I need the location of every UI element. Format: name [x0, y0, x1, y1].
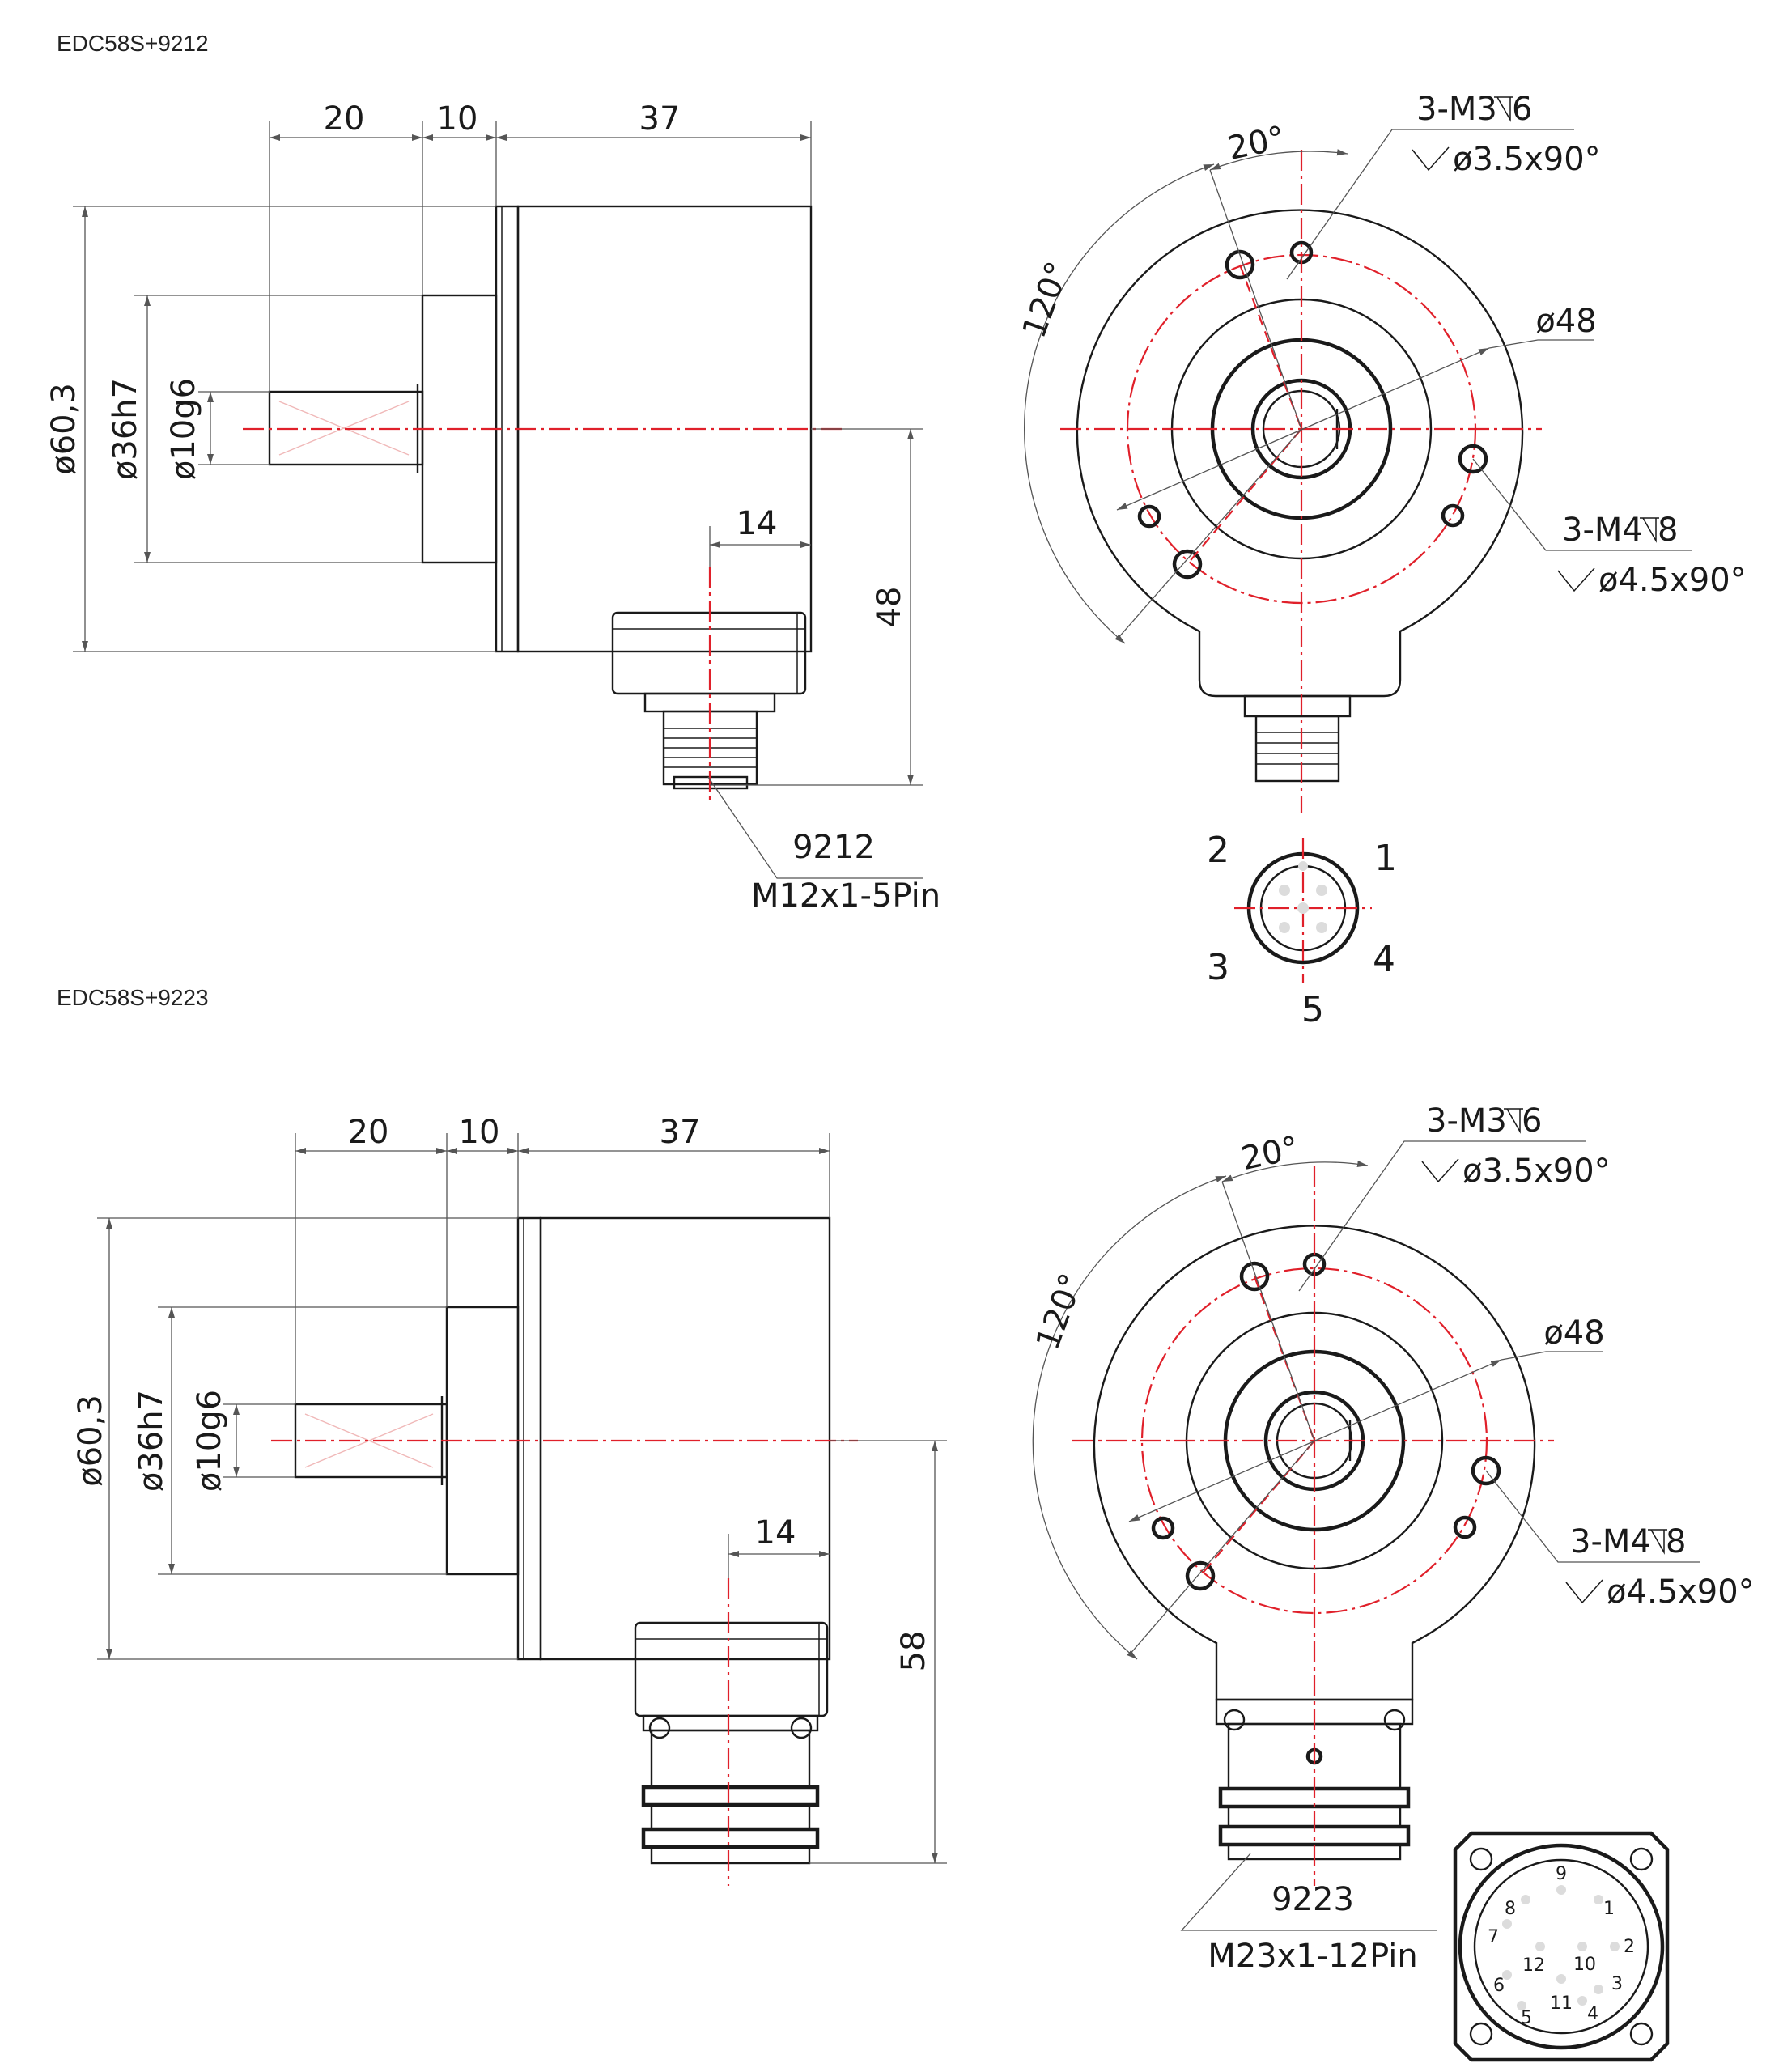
model-title-9223: EDC58S+9223: [57, 985, 209, 1010]
m3-hole: [1137, 504, 1161, 529]
dim-shaft-diameter: ø10g6: [165, 378, 202, 480]
pin-label-3: 3: [1207, 947, 1229, 988]
connector-housing: [634, 1621, 829, 1717]
dim-shaft-length: 20: [324, 100, 365, 138]
m4-hole: [1225, 249, 1255, 280]
dim-body-length: 37: [639, 100, 681, 138]
dim-outer-diameter: ø60,3: [72, 1395, 109, 1487]
side-view-9223: 20 10 37 ø60,3 ø36h7 ø10g6 58 14: [72, 1114, 947, 1886]
pin-label-8: 8: [1505, 1899, 1516, 1919]
connector-spec: M12x1-5Pin: [751, 877, 940, 915]
dim-flange-length: 10: [459, 1114, 500, 1151]
m3-countersink: ø3.5x90°: [1462, 1153, 1611, 1190]
housing-outline: [1093, 1225, 1536, 1701]
bolt-circle-diameter: ø48: [1543, 1314, 1604, 1352]
dim-body-length: 37: [660, 1114, 701, 1151]
connector-spec: M23x1-12Pin: [1208, 1938, 1418, 1975]
pin-label-1: 1: [1374, 838, 1397, 879]
m4-depth: 8: [1666, 1523, 1686, 1560]
m3-depth: 6: [1512, 91, 1532, 128]
pin-label-5: 5: [1521, 2008, 1532, 2028]
angle-side: 120°: [1016, 257, 1077, 342]
pinout-m23: 1 2 3 4 5 6 7 8 9 10 11 12: [1453, 1831, 1670, 2062]
pin-label-11: 11: [1550, 1993, 1573, 2014]
m3-hole: [1151, 1516, 1175, 1540]
m3-hole: [1453, 1515, 1477, 1539]
dim-flange-length: 10: [437, 100, 478, 138]
pin-label-3: 3: [1611, 1974, 1623, 1994]
pin-label-2: 2: [1207, 830, 1229, 871]
m4-hole: [1172, 549, 1203, 580]
side-view-9212: 20 10 37 ø60,3 ø36h7 ø10g6 48 14 9212 M1…: [45, 100, 940, 915]
m3-countersink: ø3.5x90°: [1453, 141, 1601, 178]
angle-top: 20°: [1238, 1129, 1302, 1178]
angle-side: 120°: [1029, 1268, 1091, 1354]
m3-holes: 3-M3: [1426, 1102, 1507, 1140]
housing-outline: [1076, 209, 1524, 698]
pin-key: [1298, 861, 1308, 871]
angle-top: 20°: [1225, 119, 1288, 168]
dim-shaft-diameter: ø10g6: [191, 1390, 228, 1492]
pin-label-1: 1: [1603, 1899, 1615, 1919]
dim-connector-height: 48: [871, 587, 908, 628]
m4-countersink: ø4.5x90°: [1607, 1573, 1755, 1611]
m4-holes: 3-M4: [1570, 1523, 1651, 1560]
dim-connector-height: 58: [895, 1631, 932, 1672]
pin-label-10: 10: [1573, 1955, 1596, 1975]
pin-label-6: 6: [1493, 1976, 1505, 1996]
pin-label-2: 2: [1624, 1937, 1635, 1957]
front-view-9212: 20° 120° ø48 3-M3 6 ø3.5x90° 3-M4 8 ø4.5…: [1016, 91, 1747, 813]
connector-code: 9212: [792, 829, 875, 866]
m4-hole: [1239, 1261, 1270, 1292]
m3-hole: [1441, 503, 1465, 528]
pin-label-9: 9: [1556, 1864, 1567, 1884]
pin-label-7: 7: [1488, 1927, 1499, 1947]
dim-connector-offset: 14: [737, 505, 778, 542]
flange: [516, 1216, 542, 1661]
m3-holes: 3-M3: [1416, 91, 1497, 128]
dim-spigot-diameter: ø36h7: [107, 378, 144, 480]
encoder-body: [539, 1216, 831, 1661]
m4-holes: 3-M4: [1562, 512, 1643, 549]
dim-connector-offset: 14: [755, 1514, 796, 1552]
pin-label-4: 4: [1373, 939, 1395, 980]
pin-label-12: 12: [1522, 1955, 1545, 1976]
dim-outer-diameter: ø60,3: [45, 383, 83, 475]
model-title-9212: EDC58S+9212: [57, 31, 209, 56]
connector-code: 9223: [1271, 1881, 1354, 1918]
pin-label-5: 5: [1301, 989, 1324, 1030]
dim-spigot-diameter: ø36h7: [133, 1390, 170, 1492]
m4-hole: [1185, 1560, 1216, 1591]
dim-shaft-length: 20: [348, 1114, 389, 1151]
pin-label-4: 4: [1587, 2004, 1598, 2024]
bolt-circle-diameter: ø48: [1535, 303, 1596, 340]
m4-countersink: ø4.5x90°: [1598, 562, 1747, 599]
m4-depth: 8: [1658, 512, 1678, 549]
front-view-9223: 20° 120° ø48 3-M3 6 ø3.5x90° 3-M4 8 ø4.5…: [1029, 1102, 1755, 1975]
pinout-m12: 1 2 3 4 5: [1207, 830, 1397, 1030]
m3-depth: 6: [1522, 1102, 1542, 1140]
